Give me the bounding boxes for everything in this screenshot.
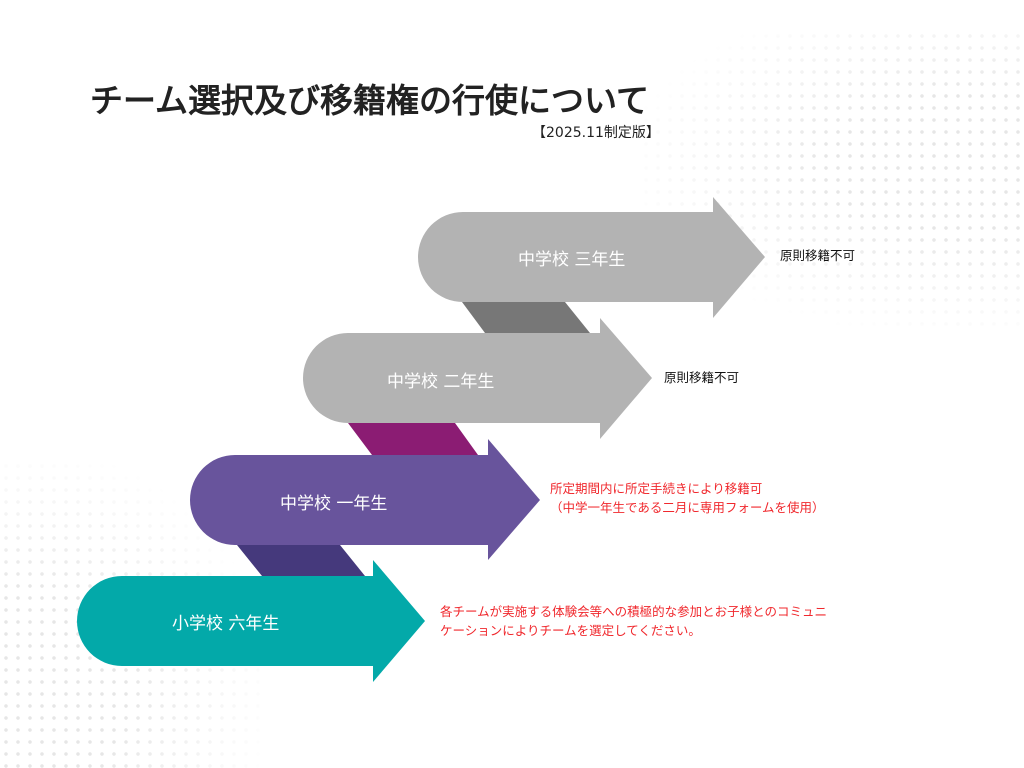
step-note: 所定期間内に所定手続きにより移籍可 （中学一年生である二月に専用フォームを使用） <box>550 479 825 517</box>
note-line: （中学一年生である二月に専用フォームを使用） <box>550 500 825 515</box>
connector-1-6 <box>237 545 365 576</box>
connector-2-1 <box>348 423 478 455</box>
arrow-step-jh1 <box>190 439 540 560</box>
step-note: 原則移籍不可 <box>780 246 855 265</box>
step-label: 中学校 二年生 <box>387 372 495 392</box>
arrow-step-jh2 <box>303 318 652 439</box>
step-note: 原則移籍不可 <box>664 368 739 387</box>
note-line: ケーションによりチームを選定してください。 <box>440 623 701 638</box>
note-line: 所定期間内に所定手続きにより移籍可 <box>550 481 763 496</box>
note-line: 各チームが実施する体験会等への積極的な参加とお子様とのコミュニ <box>440 604 828 619</box>
note-line: 原則移籍不可 <box>780 248 856 263</box>
page-title: チーム選択及び移籍権の行使について <box>90 81 650 120</box>
step-label: 小学校 六年生 <box>172 614 280 634</box>
step-note: 各チームが実施する体験会等への積極的な参加とお子様とのコミュニ ケーションにより… <box>440 602 827 640</box>
step-label: 中学校 一年生 <box>280 494 388 514</box>
edition-label: 【2025.11制定版】 <box>532 125 660 141</box>
arrow-step-es6 <box>77 560 425 682</box>
note-line: 原則移籍不可 <box>664 370 740 385</box>
connector-3-2 <box>462 302 590 333</box>
step-label: 中学校 三年生 <box>518 250 626 270</box>
arrow-step-jh3 <box>418 197 765 318</box>
